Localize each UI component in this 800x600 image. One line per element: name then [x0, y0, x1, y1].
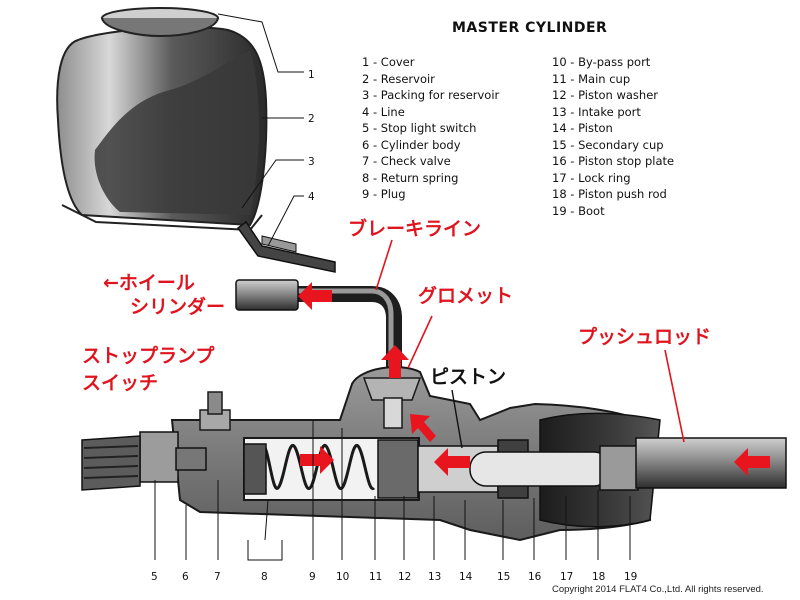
callout-leaders — [375, 239, 685, 443]
legend-item: 2 - Reservoir — [362, 71, 435, 86]
legend-item: 14 - Piston — [552, 121, 613, 135]
legend-item: 4 - Line — [362, 104, 405, 119]
part-number: 6 — [182, 571, 189, 583]
copyright-notice: Copyright 2014 FLAT4 Co.,Ltd. All rights… — [552, 584, 764, 595]
part-number: 1 — [308, 69, 315, 81]
legend-item: 3 - Packing for reservoir — [362, 88, 500, 102]
part-number: 11 — [369, 571, 382, 583]
callout-wheel-cylinder-line2: シリンダー — [130, 296, 226, 318]
reservoir-line — [236, 220, 336, 273]
legend-item: 13 - Intake port — [552, 104, 641, 119]
callout-stop-lamp-switch-line2: スイッチ — [82, 372, 159, 394]
return-spring — [260, 444, 376, 490]
legend-item: 17 - Lock ring — [552, 170, 631, 185]
part-number: 10 — [336, 571, 349, 583]
arrow-left-icon — [434, 448, 470, 476]
part-number: 18 — [592, 571, 605, 583]
legend-left: 1 - Cover 2 - Reservoir 3 - Packing for … — [362, 54, 499, 203]
part-number: 2 — [308, 113, 315, 125]
arrow-up-left-icon — [410, 414, 436, 442]
callout-leaders-black — [451, 389, 463, 449]
callout-grommet: グロメット — [418, 285, 514, 307]
legend-item: 12 - Piston washer — [552, 88, 659, 102]
callout-stop-lamp-switch-line1: ストップランプ — [82, 345, 215, 367]
callout-wheel-cylinder-line1: ←ホイール — [103, 272, 195, 294]
check-valve — [243, 443, 267, 495]
legend-item: 19 - Boot — [552, 203, 605, 218]
part-number: 15 — [497, 571, 510, 583]
diagram-title: MASTER CYLINDER — [452, 20, 608, 36]
legend-item: 1 - Cover — [362, 55, 415, 69]
bottom-part-numbers: 5 6 7 8 9 10 11 12 13 14 15 16 17 18 19 — [151, 571, 637, 583]
reservoir-cover — [101, 7, 219, 38]
callout-brake-line: ブレーキライン — [348, 218, 482, 240]
callout-piston: ピストン — [430, 366, 507, 388]
stop-light-switch — [81, 431, 207, 491]
legend-right: 10 - By-pass port 11 - Main cup 12 - Pis… — [552, 54, 674, 219]
legend-item: 6 - Cylinder body — [362, 137, 461, 152]
legend-item: 7 - Check valve — [362, 154, 451, 168]
part-number: 4 — [308, 191, 315, 203]
legend-item: 5 - Stop light switch — [362, 121, 477, 135]
legend-item: 11 - Main cup — [552, 71, 631, 86]
part-number: 16 — [528, 571, 542, 583]
flow-arrows — [298, 282, 770, 476]
part-number: 17 — [560, 571, 573, 583]
legend-item: 15 - Secondary cup — [552, 137, 664, 152]
legend-item: 10 - By-pass port — [552, 55, 651, 69]
part-number: 9 — [309, 571, 316, 583]
reservoir — [56, 26, 268, 232]
arrow-left-icon — [298, 282, 332, 310]
brake-line-pipe — [235, 279, 402, 392]
reservoir-part-numbers: 1 2 3 4 — [308, 69, 315, 203]
grommet — [362, 377, 422, 429]
arrow-up-icon — [381, 345, 409, 378]
legend-item: 18 - Piston push rod — [552, 187, 667, 201]
legend-item: 16 - Piston stop plate — [552, 154, 675, 168]
arrow-left-icon — [734, 448, 770, 476]
arrow-right-icon — [300, 446, 334, 474]
part-number: 8 — [261, 571, 268, 583]
part-number: 7 — [214, 571, 221, 583]
bottom-leaders — [154, 420, 631, 561]
reservoir-leaders — [217, 13, 304, 247]
part-number: 13 — [428, 571, 441, 583]
part-number: 12 — [398, 571, 411, 583]
part-number: 5 — [151, 571, 158, 583]
part-number: 3 — [308, 156, 315, 168]
legend-item: 9 - Plug — [362, 187, 406, 201]
callout-push-rod: プッシュロッド — [578, 326, 712, 348]
part-number: 14 — [459, 571, 473, 583]
part-number: 19 — [624, 571, 637, 583]
legend-item: 8 - Return spring — [362, 170, 459, 185]
